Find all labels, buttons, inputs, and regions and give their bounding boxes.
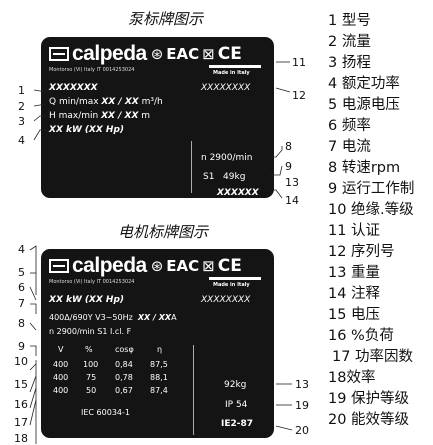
legend-item: 8 转速rpm xyxy=(328,160,401,176)
callout-number: 4 xyxy=(18,134,25,147)
eac-mark-icon: EAC xyxy=(166,257,200,275)
legend-item: 17 功率因数 xyxy=(332,349,414,365)
callout-number: 4 xyxy=(18,243,25,256)
callout-number: 20 xyxy=(295,424,309,437)
callout-number: 19 xyxy=(295,399,309,412)
callout-number: 3 xyxy=(18,115,25,128)
manufacturer-address: Montorso (Vi) Italy IT 0014253024 xyxy=(49,279,135,285)
pump-head: H max/min XX / XX m xyxy=(49,111,151,121)
callout-number: 8 xyxy=(18,317,25,330)
legend-item: 9 运行工作制 xyxy=(328,181,415,197)
legend-item: 10 绝缘.等级 xyxy=(328,202,414,218)
pump-nameplate: calpeda ⊛ EAC ⊠ CE Montorso (Vi) Italy I… xyxy=(41,37,274,198)
made-in-bar xyxy=(209,277,261,280)
pump-plate-title: 泵标牌图示 xyxy=(128,10,204,28)
legend-item: 20 能效等级 xyxy=(328,412,410,428)
callout-number: 15 xyxy=(14,378,28,391)
made-in-italy: Made in Italy xyxy=(213,70,250,76)
motor-nameplate: calpeda ⊛ EAC ⊠ CE Montorso (Vi) Italy I… xyxy=(41,249,274,438)
motor-protection: IP 54 xyxy=(225,400,248,410)
ce-mark-icon: CE xyxy=(217,44,242,64)
callout-number: 9 xyxy=(285,160,292,173)
callout-number: 16 xyxy=(14,398,28,411)
motor-serial: XXXXXXXX xyxy=(201,295,251,305)
pump-serial: XXXXXXXX xyxy=(201,83,251,93)
callout-number: 2 xyxy=(18,100,25,113)
motor-efficiency-class: IE2-87 xyxy=(221,419,254,429)
legend-item: 16 %负荷 xyxy=(328,328,394,344)
legend-item: 19 保护等级 xyxy=(328,391,410,407)
pump-plate-header: calpeda ⊛ EAC ⊠ CE xyxy=(49,42,266,66)
pump-flow: Q min/max XX / XX m³/h xyxy=(49,97,163,107)
legend-item: 15 电压 xyxy=(328,307,381,323)
callout-number: 11 xyxy=(292,56,306,69)
callout-number: 6 xyxy=(18,281,25,294)
certification-mark-icon: ⊛ xyxy=(150,257,164,275)
motor-weight: 92kg xyxy=(224,380,247,390)
weee-bin-icon: ⊠ xyxy=(202,257,215,275)
made-in-bar xyxy=(209,65,261,68)
pump-divider xyxy=(191,141,192,193)
callout-number: 5 xyxy=(18,266,25,279)
callout-number: 8 xyxy=(285,140,292,153)
callout-number: 10 xyxy=(14,355,28,368)
pump-notes: XXXXXX xyxy=(217,188,259,198)
legend-item: 5 电源电压 xyxy=(328,97,400,113)
motor-speed-line: n 2900/min S1 I.cl. F xyxy=(49,327,132,336)
motor-voltage-line: 400Δ/690Y V3~50Hz XX / XXA xyxy=(49,313,177,322)
motor-plate-title: 电机标牌图示 xyxy=(118,223,209,241)
motor-power: XX kW (XX Hp) xyxy=(49,295,125,305)
pump-model: XXXXXXX xyxy=(49,83,98,93)
legend-item: 12 序列号 xyxy=(328,244,395,260)
eac-mark-icon: EAC xyxy=(166,45,200,63)
legend-item: 14 注释 xyxy=(328,286,381,302)
callout-number: 12 xyxy=(292,89,306,102)
callout-number: 7 xyxy=(18,297,25,310)
manufacturer-address: Montorso (Vi) Italy IT 0014253024 xyxy=(49,67,135,73)
pump-duty: S1 49kg xyxy=(203,172,246,182)
callout-number: 13 xyxy=(285,176,299,189)
certification-mark-icon: ⊛ xyxy=(150,45,164,63)
callout-number: 14 xyxy=(285,194,299,207)
callout-number: 13 xyxy=(295,378,309,391)
legend-item: 13 重量 xyxy=(328,265,381,281)
calpeda-logo-icon xyxy=(49,259,69,273)
made-in-italy: Made in Italy xyxy=(213,282,250,288)
legend-item: 6 频率 xyxy=(328,118,371,134)
callout-number: 9 xyxy=(18,340,25,353)
calpeda-logo-icon xyxy=(49,47,69,61)
legend-item: 2 流量 xyxy=(328,34,371,50)
motor-divider xyxy=(193,345,194,435)
legend-item: 18效率 xyxy=(328,370,376,386)
callout-number: 18 xyxy=(14,432,28,445)
pump-speed: n 2900/min xyxy=(201,153,253,163)
pump-power: XX kW (XX Hp) xyxy=(49,125,125,135)
ce-mark-icon: CE xyxy=(217,256,242,276)
brand-name: calpeda xyxy=(72,254,147,277)
legend-item: 7 电流 xyxy=(328,139,371,155)
motor-standard: IEC 60034-1 xyxy=(81,408,130,417)
callout-number: 1 xyxy=(18,84,25,97)
legend-item: 1 型号 xyxy=(328,13,371,29)
brand-name: calpeda xyxy=(72,42,147,65)
callout-number: 17 xyxy=(14,416,28,429)
legend-item: 4 额定功率 xyxy=(328,76,400,92)
weee-bin-icon: ⊠ xyxy=(202,45,215,63)
motor-plate-header: calpeda ⊛ EAC ⊠ CE xyxy=(49,254,266,278)
legend-item: 3 扬程 xyxy=(328,55,371,71)
legend-item: 11 认证 xyxy=(328,223,381,239)
